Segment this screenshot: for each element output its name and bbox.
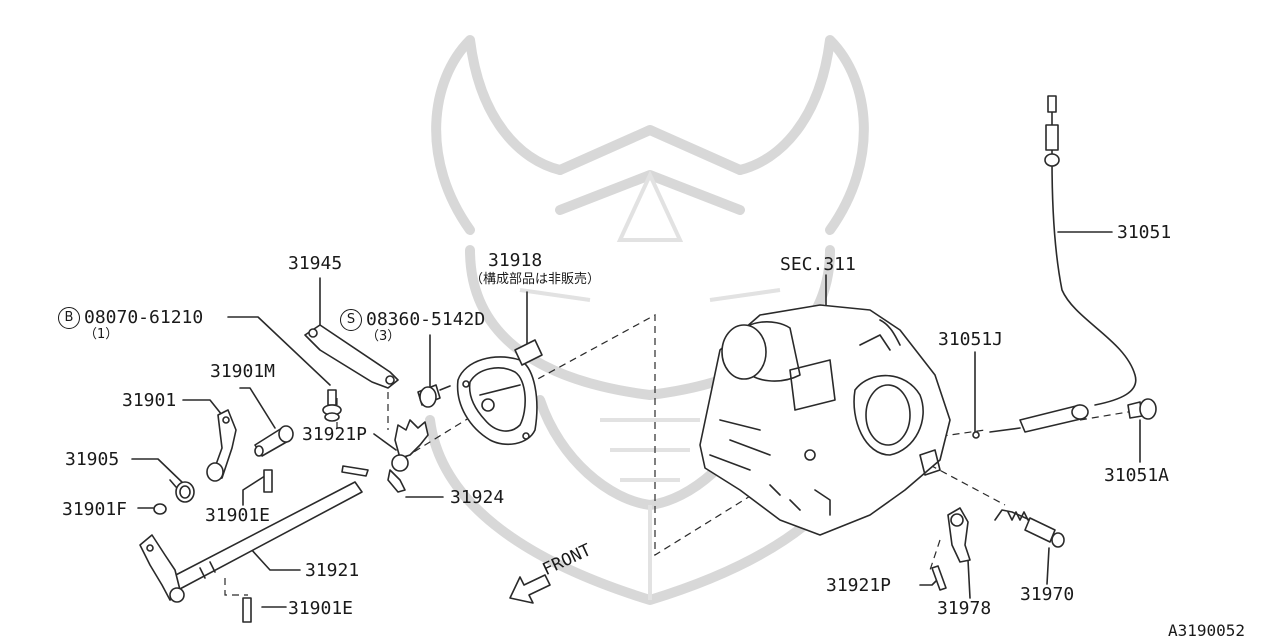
washer-31901F — [153, 503, 167, 515]
label-31921P-right: 31921P — [826, 575, 892, 596]
label-31918-note: （構成部品は非販売） — [470, 272, 601, 287]
bolt-08070-61210 — [322, 389, 342, 422]
switch-31970 — [994, 509, 1065, 548]
bushing-31901M — [254, 425, 294, 457]
label-31051J: 31051J — [938, 329, 1004, 350]
arrow-down-left-icon — [509, 574, 551, 604]
label-31901F: 31901F — [62, 499, 128, 520]
pin-31901E-mid — [263, 469, 273, 493]
label-31921P-left: 31921P — [302, 424, 368, 445]
clip-31051J — [972, 431, 980, 439]
bolt-08360-5142D — [417, 384, 451, 408]
label-31970: 31970 — [1020, 584, 1075, 605]
label-31901E-bottom: 31901E — [288, 598, 354, 619]
lever-31978 — [947, 507, 971, 563]
label-31901E-mid: 31901E — [205, 505, 271, 526]
label-31918: 31918 — [488, 250, 543, 271]
label-31978: 31978 — [937, 598, 992, 619]
label-08360-5142D: 08360-5142D — [366, 309, 486, 330]
bracket-31945 — [304, 324, 399, 389]
screw-symbol-s-icon: S — [340, 309, 362, 331]
shaft-31921 — [139, 481, 363, 603]
label-31924: 31924 — [450, 487, 505, 508]
leader-lines — [131, 231, 1141, 608]
pin-31921P-right — [931, 565, 947, 591]
pin-31901E-bottom — [242, 597, 252, 623]
lever-31901 — [206, 409, 237, 482]
label-31051: 31051 — [1117, 222, 1172, 243]
label-sec311: SEC.311 — [780, 254, 856, 275]
label-31051A: 31051A — [1104, 465, 1170, 486]
bolt-symbol-b-icon: B — [58, 307, 80, 329]
sensor-assembly-31918 — [456, 339, 543, 446]
diagram-code: A3190052 — [1168, 621, 1246, 640]
sector-gear-31924 — [387, 419, 429, 493]
label-31921: 31921 — [305, 560, 360, 581]
label-31945: 31945 — [288, 253, 343, 274]
label-31901M: 31901M — [210, 361, 276, 382]
cable-31051 — [989, 95, 1137, 433]
pin-31921P-left — [341, 465, 369, 477]
spring-31905 — [169, 479, 195, 503]
label-08360-5142D-qty: （3） — [366, 329, 401, 344]
bolt-31051A — [1127, 398, 1157, 420]
label-08070-61210-qty: （1） — [84, 327, 119, 342]
label-08070-61210: 08070-61210 — [84, 307, 204, 328]
transmission-housing — [699, 304, 951, 536]
label-31901: 31901 — [122, 390, 177, 411]
label-31905: 31905 — [65, 449, 120, 470]
